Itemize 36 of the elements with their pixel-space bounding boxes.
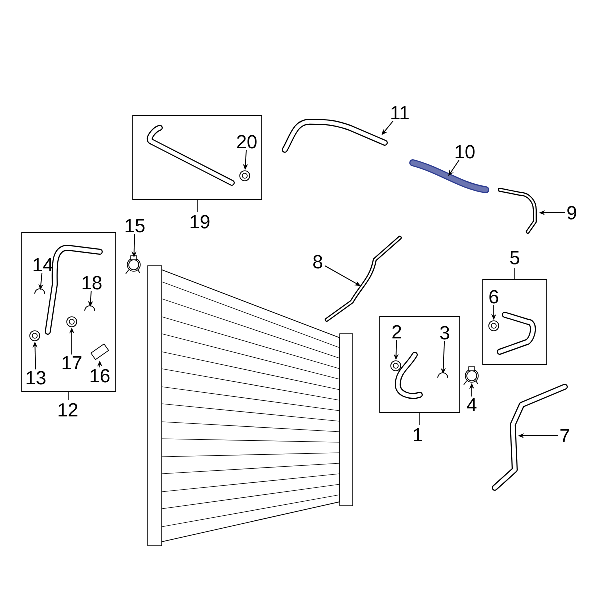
hose-drawing: [498, 188, 537, 234]
node-label: 1: [414, 428, 422, 442]
callout-number: 3: [440, 326, 450, 340]
callout-number: 14: [34, 258, 53, 272]
callout-number: 6: [490, 290, 498, 304]
hose-drawing: [282, 119, 388, 153]
clamp-drawing: [464, 366, 479, 386]
clip-drawing: [438, 372, 448, 378]
ring-drawing: [66, 316, 78, 328]
callout-number: 2: [392, 325, 402, 339]
callout-number: 4: [467, 398, 477, 412]
hose-drawing: [325, 236, 402, 322]
callout-number: 11: [392, 106, 409, 120]
ring-drawing: [488, 320, 500, 332]
ring-drawing: [30, 330, 40, 342]
callout-number: 9: [568, 206, 576, 220]
callout-number: 15: [126, 219, 145, 233]
ring-drawing: [240, 170, 250, 182]
node-label: 5: [510, 251, 520, 265]
callout-number: 8: [314, 255, 322, 269]
callout-number: 13: [26, 371, 46, 385]
callout-number: 17: [62, 356, 82, 370]
clip-drawing: [84, 306, 96, 312]
callout-number: 16: [90, 369, 110, 383]
node-label: 12: [58, 403, 78, 417]
node-label: 19: [190, 215, 210, 229]
clip-drawing: [34, 288, 46, 294]
hose-drawing: [410, 160, 490, 194]
callout-number: 20: [237, 135, 257, 149]
callout-number: 18: [82, 276, 102, 290]
ring-drawing: [390, 360, 402, 372]
sensor-drawing: [90, 344, 110, 360]
hose-drawing: [492, 384, 568, 491]
callout-number: 7: [560, 429, 570, 443]
callout-number: 10: [456, 145, 475, 159]
clamp-drawing: [126, 256, 141, 274]
